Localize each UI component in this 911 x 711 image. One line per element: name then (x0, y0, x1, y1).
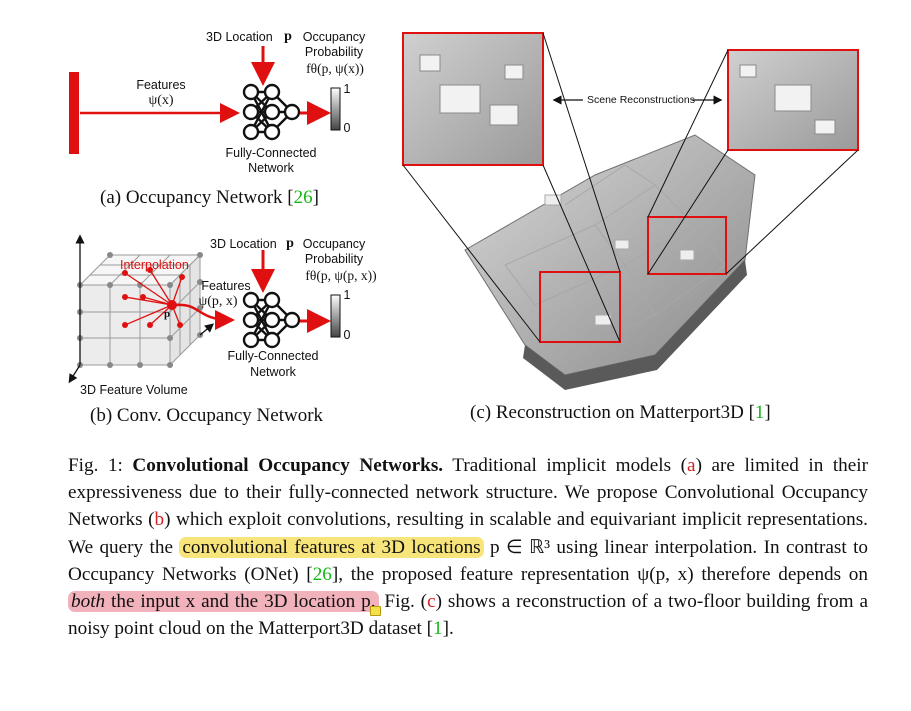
network-label-b: Fully-Connected (227, 349, 319, 363)
highlight-pink[interactable]: both the input x and the 3D location p. (68, 591, 379, 613)
axis-right (199, 323, 214, 336)
occupancy-function-symbol-b: fθ(p, ψ(p, x)) (305, 268, 377, 283)
figure-caption: Fig. 1: Convolutional Occupancy Networks… (68, 455, 869, 640)
location-label-b: 3D Location (210, 237, 277, 251)
occupancy-label-b: Occupancy (302, 237, 366, 251)
citation-link[interactable]: 1 (754, 402, 765, 423)
query-point (167, 300, 177, 310)
ref-panel-c[interactable]: c (427, 591, 436, 613)
scale-top-label: 1 (343, 82, 351, 96)
point-label: p (164, 308, 171, 320)
reconstruction-render (402, 32, 859, 390)
probability-label: Probability (304, 45, 364, 59)
citation-link[interactable]: 26 (293, 187, 313, 208)
features-arrow-b (175, 303, 235, 330)
interpolation-lines (124, 269, 183, 326)
network-label-b-line2: Network (250, 365, 296, 379)
fully-connected-network-icon-b (242, 291, 301, 349)
building-base (523, 260, 747, 390)
panel-c-caption: (c) Reconstruction on Matterport3D [1] (470, 402, 771, 423)
highlight-yellow[interactable]: convolutional features at 3D locations (179, 536, 484, 558)
panel-b-diagram (68, 234, 341, 384)
occupancy-function-symbol: fθ(p, ψ(x)) (306, 61, 364, 76)
comment-note-icon[interactable] (370, 606, 381, 616)
interpolation-label: Interpolation (120, 258, 189, 272)
network-label: Fully-Connected (225, 146, 317, 160)
citation-link[interactable]: 1 (433, 618, 443, 640)
features-symbol: ψ(x) (148, 93, 174, 108)
panel-a-caption: (a) Occupancy Network [26] (100, 187, 319, 208)
highlight-box-right (647, 216, 727, 275)
location-symbol: p (284, 29, 292, 44)
location-label: 3D Location (206, 30, 273, 44)
fully-connected-network-icon (242, 83, 301, 141)
ref-panel-a[interactable]: a (687, 455, 696, 476)
features-symbol-b: ψ(p, x) (198, 294, 238, 309)
occupancy-scale-bar-b (330, 294, 341, 338)
occupancy-scale-bar (330, 87, 341, 131)
axis-depth (68, 364, 81, 384)
location-symbol-b: p (286, 236, 294, 251)
network-label-line2: Network (248, 161, 294, 175)
occupancy-label: Occupancy (302, 30, 366, 44)
scale-top-label-b: 1 (343, 288, 351, 302)
building-rooms (504, 164, 726, 356)
probability-label-b: Probability (304, 252, 364, 266)
feature-vector-bar (69, 72, 79, 154)
features-label: Features (136, 78, 186, 92)
inset-connectors (402, 32, 859, 343)
feature-volume-grid (78, 253, 202, 367)
scale-bottom-label: 0 (343, 121, 351, 135)
figure-title: Convolutional Occupancy Networks. (132, 455, 444, 476)
interpolation-nodes (122, 267, 185, 328)
scene-reconstructions-label: Scene Reconstructions (587, 94, 695, 106)
panel-b-caption: (b) Conv. Occupancy Network (90, 405, 324, 426)
figure-label: Fig. 1: (68, 455, 133, 476)
ref-panel-b[interactable]: b (154, 509, 165, 531)
highlight-box-left (539, 271, 621, 343)
scale-bottom-label-b: 0 (343, 328, 351, 342)
panel-a-diagram (69, 46, 341, 154)
features-label-b: Features (201, 279, 251, 293)
feature-volume-label: 3D Feature Volume (80, 383, 188, 397)
citation-link[interactable]: 26 (312, 563, 332, 585)
building-mesh (464, 134, 756, 376)
inset-furniture (419, 54, 836, 135)
